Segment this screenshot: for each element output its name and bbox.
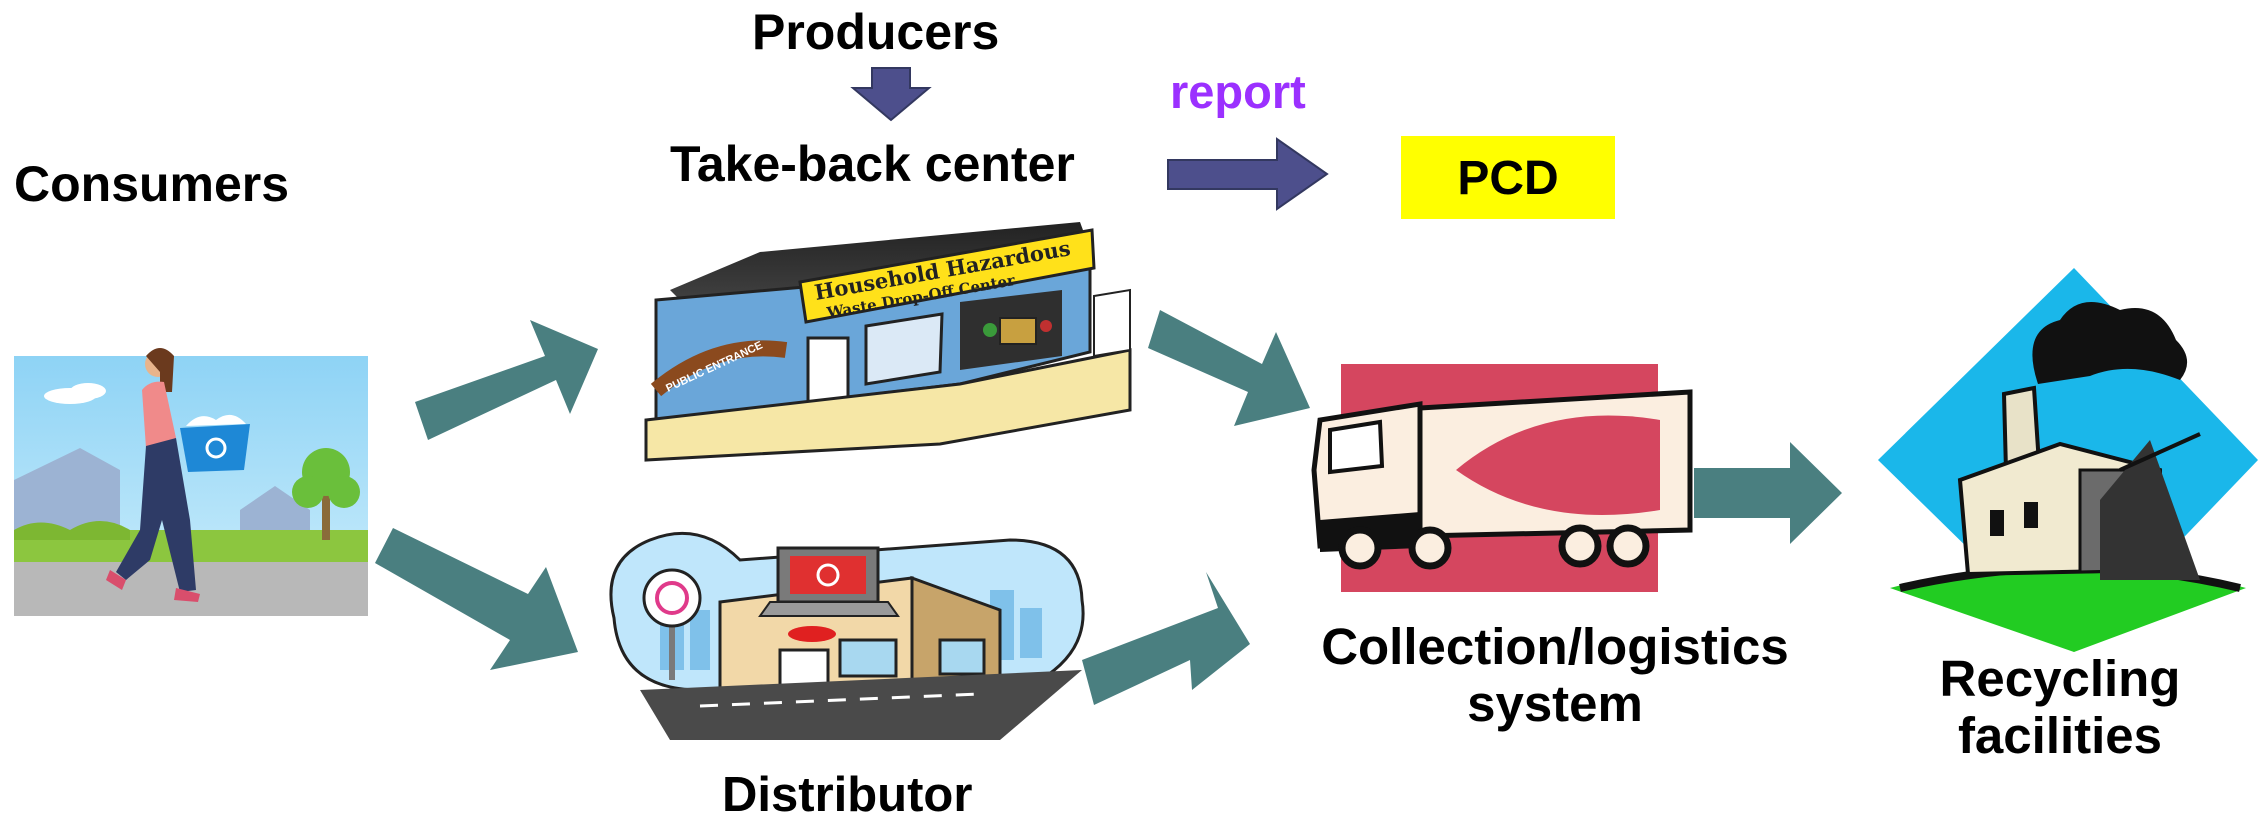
collection-label-line1: Collection/logistics: [1321, 618, 1789, 675]
recycling-facilities-label: Recycling facilities: [1890, 650, 2230, 764]
consumers-label: Consumers: [14, 156, 290, 212]
recycling-factory-illustration: [1878, 268, 2258, 652]
collection-label-line2: system: [1467, 675, 1643, 733]
truck-illustration: [1311, 364, 1693, 592]
arrow-distributor-to-collection: [1082, 572, 1250, 705]
arrow-producers-to-takeback: [850, 67, 932, 122]
pcd-box: [1401, 136, 1615, 219]
distributor-illustration: [609, 531, 1085, 740]
arrow-takeback-to-collection: [1148, 310, 1310, 426]
takeback-center-illustration: Household Hazardous Waste Drop-Off Cente…: [644, 222, 1132, 462]
report-label: report: [1170, 65, 1306, 118]
recycling-label-line1: Recycling: [1939, 650, 2181, 707]
arrow-consumers-to-takeback: [415, 320, 598, 440]
take-back-center-label: Take-back center: [670, 136, 1075, 192]
distributor-label: Distributor: [722, 768, 973, 822]
arrow-collection-to-recycling: [1694, 442, 1842, 544]
producers-label: Producers: [752, 4, 1000, 60]
collection-logistics-label: Collection/logistics system: [1290, 618, 1820, 732]
arrow-consumers-to-distributor: [375, 528, 578, 670]
recycling-label-line2: facilities: [1957, 707, 2163, 765]
arrow-report-to-pcd: [1167, 137, 1329, 211]
pcd-label: PCD: [1457, 152, 1559, 205]
consumer-illustration: [14, 348, 368, 616]
